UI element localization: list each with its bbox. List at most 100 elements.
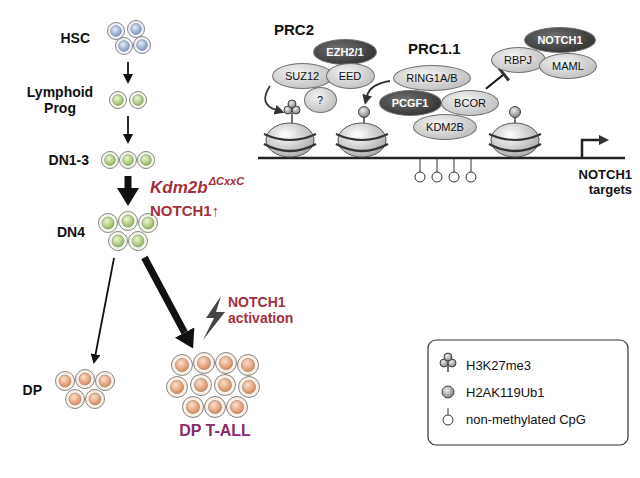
protein-name: BCOR [454, 97, 486, 109]
h3k27me3-mark [291, 113, 293, 123]
cell-nucleus [133, 95, 144, 106]
cell [194, 353, 215, 374]
nucleosome [336, 134, 388, 140]
cell-membrane [128, 21, 145, 38]
cell-membrane [99, 214, 118, 233]
legend-text: non-methylated CpG [466, 412, 586, 427]
differentiation-arrow [127, 62, 129, 74]
cell [102, 152, 119, 169]
inhibition-line [486, 74, 504, 89]
cell-nucleus [175, 358, 188, 371]
cell-nucleus [69, 393, 81, 405]
cell-nucleus [113, 95, 124, 106]
legend-text: H2AK119Ub1 [466, 385, 545, 400]
annotation-label: PRC1.1 [408, 40, 461, 57]
cell-stage-label: DN4 [57, 224, 85, 240]
protein-name: KDM2B [426, 121, 464, 133]
cell-membrane [191, 375, 212, 396]
protein-oval: NOTCH1 [524, 27, 596, 53]
cell [238, 355, 259, 376]
differentiation-arrow [96, 258, 114, 354]
legend-entry: H3K27me3 [466, 356, 531, 374]
cell-membrane [96, 372, 115, 391]
cell [239, 377, 260, 398]
cell [76, 370, 95, 389]
protein-oval: BCOR [441, 90, 499, 116]
cell-membrane [116, 38, 133, 55]
cell [108, 23, 125, 40]
legend-box [428, 340, 628, 445]
protein-name: SUZ12 [285, 70, 319, 82]
protein-name: RBPJ [504, 54, 532, 66]
cell-membrane [130, 92, 147, 109]
cell [215, 375, 236, 396]
cell-stage-label: HSC [60, 30, 90, 46]
legend-box [448, 408, 449, 415]
protein-oval: EZH2/1 [313, 39, 377, 65]
cell-membrane [109, 232, 128, 251]
legend-box [443, 415, 453, 425]
cell-membrane [110, 92, 127, 109]
cell-nucleus [137, 40, 148, 51]
cell-cluster: HSC [100, 18, 156, 58]
nucleosome [264, 123, 541, 157]
cell-nucleus [89, 393, 101, 405]
cell [183, 397, 204, 418]
cell-membrane [129, 232, 148, 251]
cell-cluster: Lymphoid Prog [106, 88, 150, 112]
cell-nucleus [218, 378, 231, 391]
cell-membrane [120, 152, 137, 169]
cell-nucleus [170, 380, 183, 393]
h3k27me3-mark [284, 100, 300, 123]
cpg-lollipop [471, 158, 472, 172]
cell-group [99, 148, 157, 172]
cpg-lollipop [449, 172, 459, 182]
cell-cluster: DN1-3 [99, 148, 157, 172]
cpg-lollipop [432, 172, 442, 182]
protein-oval: KDM2B [413, 114, 477, 140]
protein-name: RING1A/B [406, 72, 457, 84]
annotation-label: PRC2 [274, 21, 314, 38]
cell-nucleus [132, 235, 144, 247]
dna-strand [582, 140, 600, 158]
cell-membrane [86, 390, 105, 409]
cell [120, 152, 137, 169]
cell-membrane [138, 152, 155, 169]
cell [109, 232, 128, 251]
cell-nucleus [105, 155, 116, 166]
cpg-lollipop [454, 158, 455, 172]
cell-nucleus [99, 375, 111, 387]
protein-name: ? [317, 94, 323, 106]
annotation-label: NOTCH1 activation [228, 294, 312, 326]
nucleosome [336, 144, 388, 151]
cell-nucleus [112, 235, 124, 247]
cell [138, 152, 155, 169]
cell [96, 372, 115, 391]
cell-membrane [167, 377, 188, 398]
cell-nucleus [102, 217, 114, 229]
cell [167, 377, 188, 398]
legend-text: H3K27me3 [466, 358, 531, 373]
cell-membrane [119, 212, 138, 231]
legend-entry: non-methylated CpG [466, 410, 586, 428]
cell [66, 390, 85, 409]
protein-name: MAML [552, 60, 584, 72]
cell-group [52, 368, 118, 412]
h3k27me3-mark [288, 100, 296, 108]
cell-membrane [227, 397, 248, 418]
cell-stage-label: DP [23, 382, 42, 398]
nucleosome [489, 134, 541, 140]
protein-name: NOTCH1 [537, 34, 582, 46]
cell-membrane [102, 152, 119, 169]
nucleosome [264, 144, 316, 151]
annotation-label: NOTCH1 targets [556, 168, 632, 198]
cell-nucleus [194, 378, 207, 391]
cell-nucleus [186, 400, 199, 413]
cell [56, 372, 75, 391]
cell-nucleus [59, 375, 71, 387]
protein-oval: RING1A/B [393, 65, 471, 91]
cell-group [100, 18, 156, 58]
cell-group [106, 88, 150, 112]
cell-membrane [216, 353, 237, 374]
